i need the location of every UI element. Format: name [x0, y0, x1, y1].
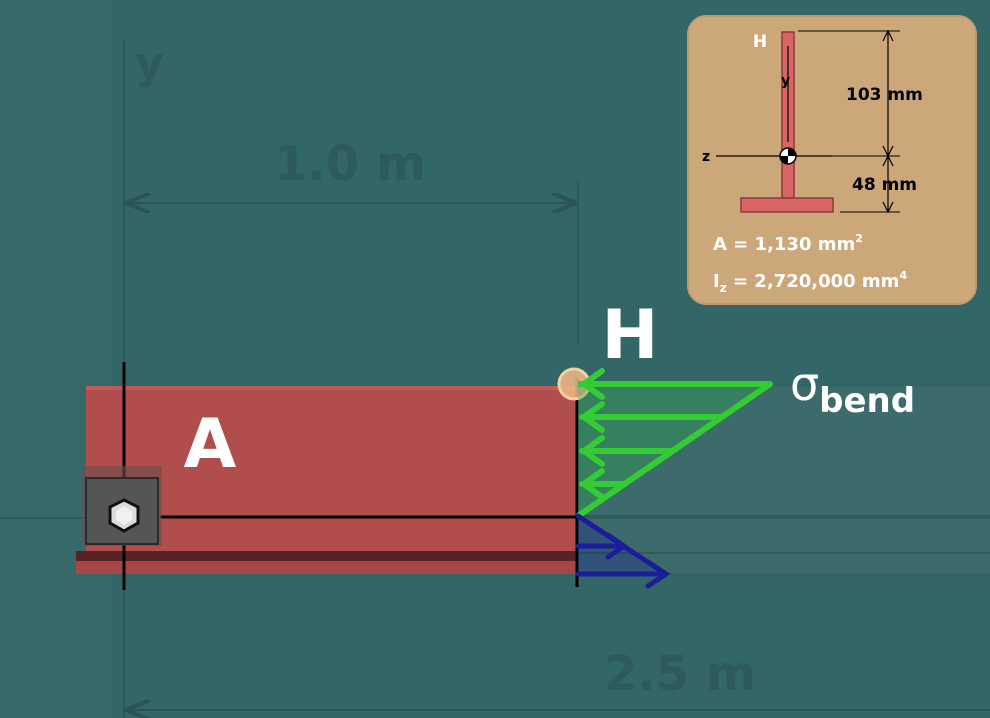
- area-property: A = 1,130 mm2: [713, 232, 863, 255]
- compression-arrow-top: [578, 368, 605, 400]
- faded-support-column: [0, 0, 112, 718]
- point-h-label: H: [602, 296, 659, 375]
- stress-symbol: σbend: [790, 357, 915, 421]
- beam: [76, 362, 579, 590]
- dim-lower-label: 48 mm: [852, 175, 917, 195]
- point-a-label: A: [184, 405, 237, 484]
- y-axis-label: y: [135, 38, 164, 89]
- beam-flange-edge: [76, 551, 578, 561]
- beam-web: [86, 386, 578, 551]
- stress-distribution: σbend: [575, 357, 915, 589]
- dimension-label-top: 1.0 m: [274, 136, 426, 192]
- compression-outline: [576, 381, 773, 519]
- hex-bolt-icon: [108, 498, 140, 533]
- panel-background: [687, 15, 977, 305]
- dim-upper-label: 103 mm: [846, 85, 923, 105]
- section-point-h-label: H: [753, 32, 767, 52]
- beam-flange: [76, 561, 578, 574]
- section-z-label: z: [702, 149, 710, 165]
- inertia-property: Iz = 2,720,000 mm4: [713, 269, 907, 295]
- centroid-icon: [779, 147, 797, 165]
- dimension-label-bottom: 2.5 m: [604, 646, 756, 702]
- support-bracket: [82, 466, 162, 546]
- cross-section-panel: H y z 103 mm 48 mm A = 1,130 mm2 Iz = 2,…: [687, 15, 977, 305]
- section-y-label: y: [781, 73, 790, 89]
